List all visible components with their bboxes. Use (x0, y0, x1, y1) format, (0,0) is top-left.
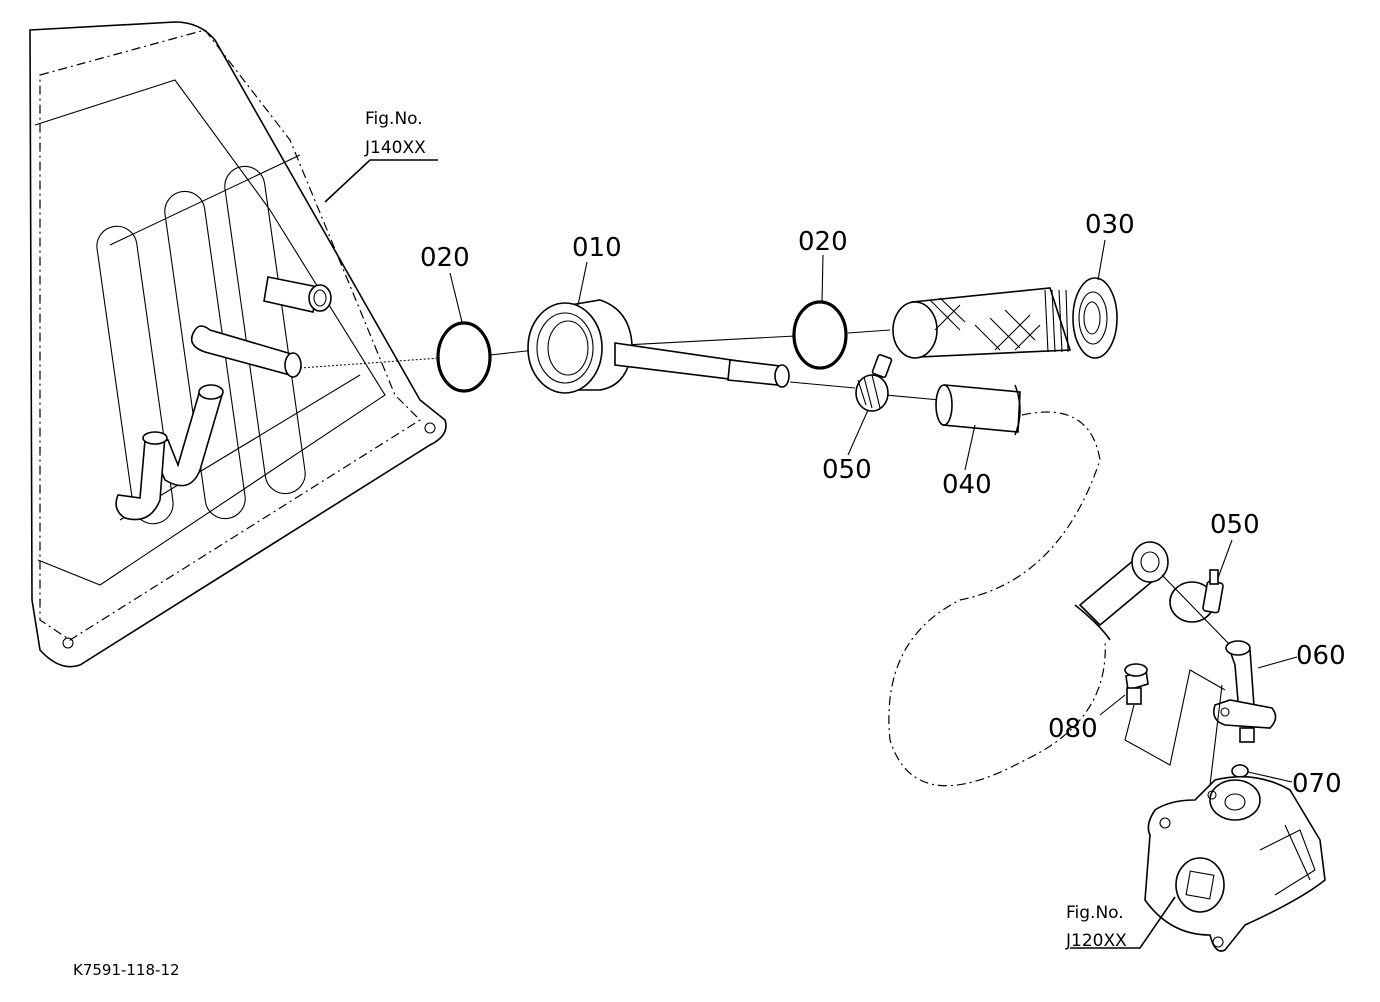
centerline-5 (789, 381, 856, 389)
bolt (1124, 663, 1149, 741)
drawing-code: K7591-118-12 (73, 961, 180, 979)
leader-080 (1099, 694, 1126, 716)
o-ring-small (1231, 764, 1249, 778)
centerline-1 (299, 357, 441, 369)
leader-020-left (449, 272, 463, 323)
strainer (892, 277, 1118, 359)
label-080: 080 (1048, 714, 1098, 744)
centerline-7 (1161, 574, 1231, 646)
leader-070 (1247, 771, 1293, 783)
fig-ref-bottom-line2: J120XX (1065, 931, 1127, 951)
label-030: 030 (1085, 210, 1135, 240)
centerline-4 (847, 329, 891, 334)
label-040: 040 (942, 470, 992, 500)
fig-ref-top-leader (324, 159, 438, 203)
leader-040 (964, 424, 976, 471)
label-010: 010 (572, 233, 622, 263)
fig-ref-bottom-leader (1070, 896, 1176, 949)
fig-ref-top-line1: Fig.No. (365, 109, 423, 129)
pipe-elbow (1212, 640, 1277, 743)
o-ring-right (792, 300, 848, 370)
centerline-3 (624, 335, 796, 346)
label-060: 060 (1296, 641, 1346, 671)
label-050-bottom: 050 (1210, 510, 1260, 540)
o-ring-left (436, 321, 492, 393)
suction-hose (888, 384, 1169, 787)
fig-ref-top-line2: J140XX (364, 138, 426, 158)
leader-060 (1257, 656, 1298, 669)
fig-ref-bottom-line1: Fig.No. (1066, 903, 1124, 923)
centerline-8 (1209, 684, 1223, 786)
leader-020-right (821, 254, 824, 303)
hose-clamp-top (855, 353, 893, 412)
label-070: 070 (1292, 769, 1342, 799)
centerline-6 (884, 394, 941, 401)
hose-clamp-bottom (1169, 569, 1224, 623)
filter-housing (527, 299, 790, 394)
transmission-case (29, 21, 447, 668)
leader-030 (1097, 239, 1106, 281)
hydraulic-pump (1144, 775, 1326, 952)
label-020-right: 020 (798, 227, 848, 257)
label-050-top: 050 (822, 455, 872, 485)
leader-050-top (847, 409, 869, 456)
leader-010 (577, 261, 588, 306)
leader-050-bottom (1217, 539, 1233, 579)
bolt-path (1124, 669, 1226, 766)
label-020-left: 020 (420, 243, 470, 273)
